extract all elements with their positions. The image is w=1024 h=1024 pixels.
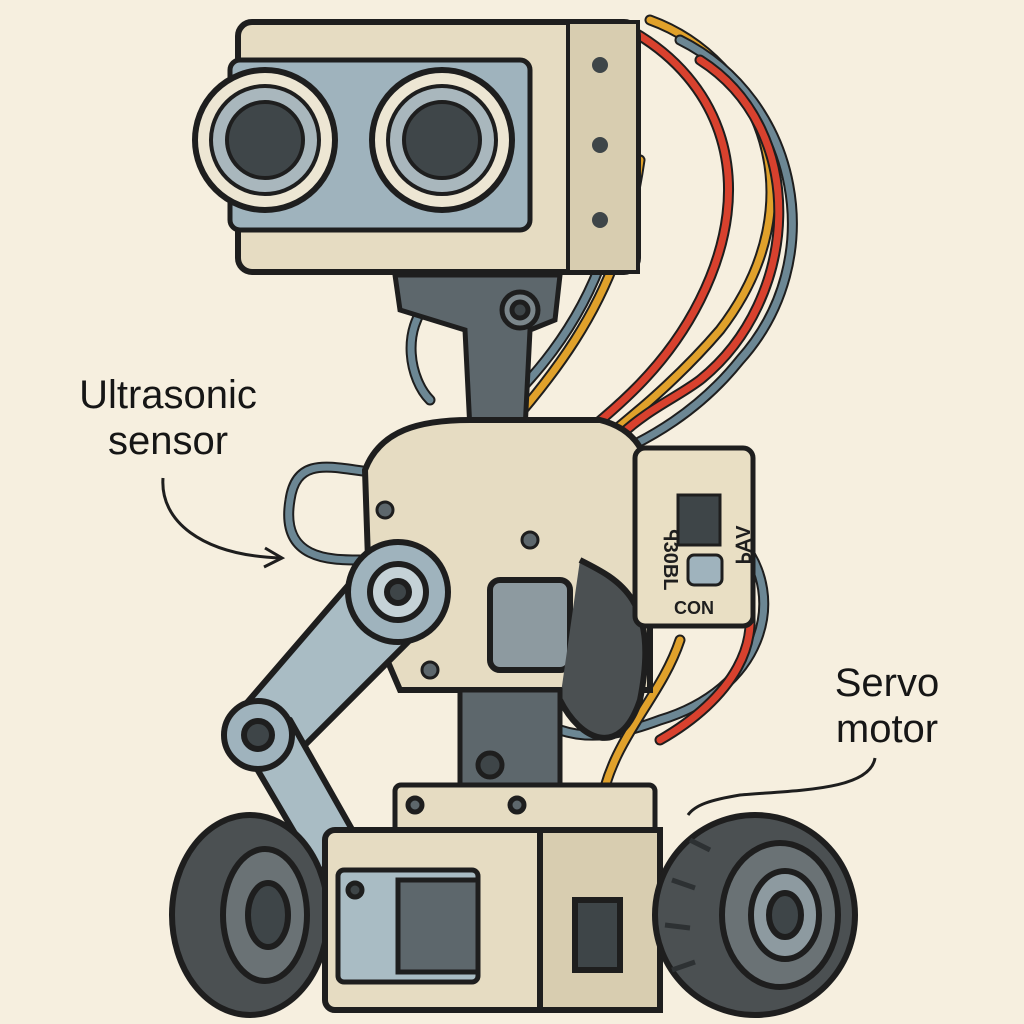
ultrasonic-label-line2: sensor xyxy=(107,419,229,463)
ultrasonic-label-line1: Ultrasonic xyxy=(79,373,257,417)
servo-motor-label: Servo motor xyxy=(812,660,962,752)
ultrasonic-callout-arrow xyxy=(161,477,281,560)
wheel-icon xyxy=(169,812,331,1018)
ultrasonic-callout-arrowhead xyxy=(263,546,286,569)
servo-callout-line xyxy=(686,757,877,816)
board-marking-left: ꟼ30BL xyxy=(659,530,681,591)
wheel-icon xyxy=(652,812,858,1018)
board-marking-bottom: CON xyxy=(674,598,714,618)
board-marking-right: ɅⱯꟼ xyxy=(731,525,753,564)
servo-motor-icon xyxy=(335,867,481,985)
lower-column xyxy=(392,687,658,838)
servo-label-line1: Servo xyxy=(834,661,940,705)
circuit-board-icon: ꟼ30BL ɅⱯꟼ CON xyxy=(632,445,756,629)
ultrasonic-sensor-icon xyxy=(192,19,641,275)
servo-label-line2: motor xyxy=(835,707,939,751)
ultrasonic-sensor-label: Ultrasonic sensor xyxy=(58,372,278,464)
